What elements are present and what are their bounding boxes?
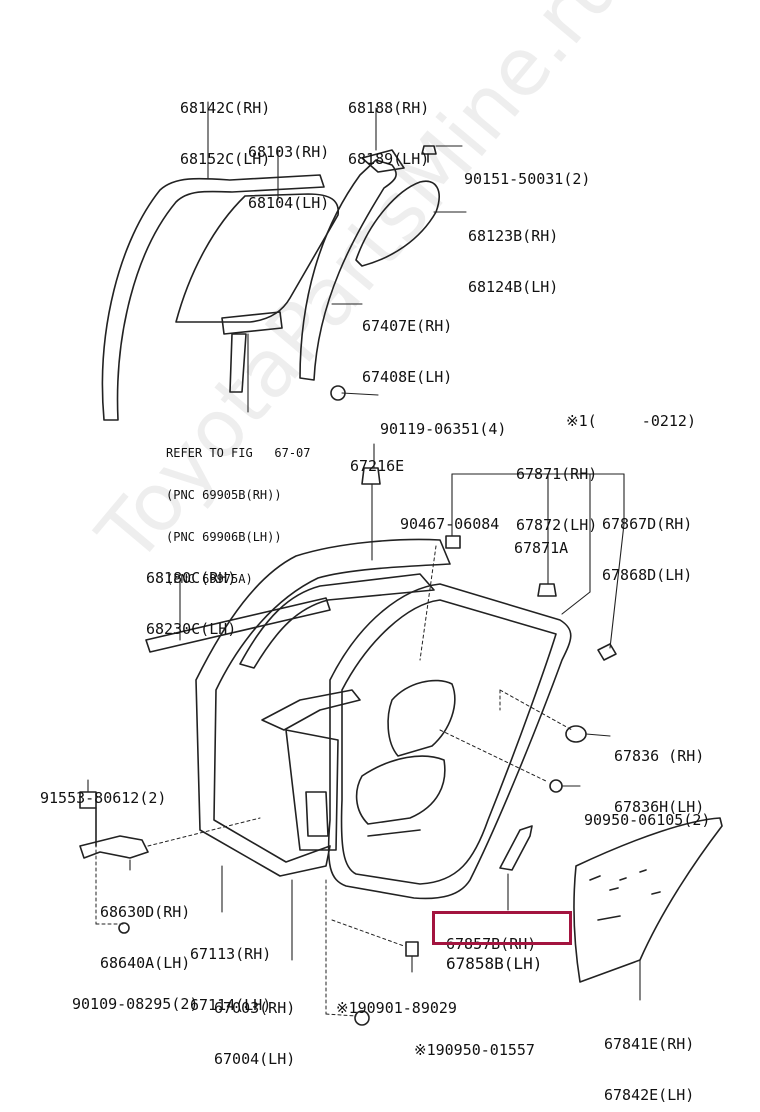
label-line: 67871A [514,539,569,557]
label-line: 68104(LH) [248,194,330,212]
label-90119: 90119-06351(4) [380,387,506,472]
label-line: REFER TO FIG 67-07 [166,446,311,460]
run-channel-part[interactable] [101,174,325,421]
label-line: 67216E [350,457,405,475]
label-68142c: 68142C(RH) 68152C(LH) [180,66,270,202]
belt-molding-part[interactable] [145,597,331,653]
label-line: 67113(RH) [190,945,272,963]
hole-cover-part[interactable] [499,825,533,871]
label-67867d: 67867D(RH) 67868D(LH) [602,482,692,618]
label-line: 91553-80612(2) [40,789,167,807]
label-67841e: 67841E(RH) 67842E(LH) [604,1002,694,1112]
label-67407e: 67407E(RH) 67408E(LH) [362,284,452,420]
label-note1: ※1( -0212) [566,379,696,464]
label-67836: 67836 (RH) 67836H(LH) [614,714,704,850]
label-67003: 67003(RH) 67004(LH) [214,966,295,1102]
label-line: 90119-06351(4) [380,420,507,438]
label-line: 68640A(LH) [100,954,191,972]
label-91553: 91553-80612(2) [40,756,166,841]
label-90109: 90109-08295(2) [72,962,198,1047]
label-line: 67407E(RH) [362,317,453,335]
label-68103: 68103(RH) 68104(LH) [248,110,329,246]
label-line: 90109-08295(2) [72,995,199,1013]
label-refer: REFER TO FIG 67-07 (PNC 69905B(RH)) (PNC… [166,418,311,614]
label-line: 67858B(LH) [446,954,543,973]
label-line: 68152C(LH) [180,150,271,168]
label-68630d: 68630D(RH) 68640A(LH) [100,870,190,1006]
highlight-box[interactable] [432,911,572,945]
label-line: 68188(RH) [348,99,430,117]
label-line: (PNC 69975A) [166,572,253,586]
inner-panel-part[interactable] [355,679,456,837]
label-line: 67836H(LH) [614,798,705,816]
label-67216e: 67216E [350,424,404,509]
label-line: 90950-06105(2) [584,811,711,829]
door-glass-part[interactable] [175,193,339,393]
label-line: 68123B(RH) [468,227,559,245]
label-line: 67408E(LH) [362,368,453,386]
label-line: 90151-50031(2) [464,170,591,188]
label-67858b[interactable]: 67858B(LH) [446,919,542,1009]
label-67871: 67871(RH) 67872(LH) [516,432,597,568]
label-line: 67003(RH) [214,999,296,1017]
label-line: 67114(LH) [190,996,272,1014]
quarter-glass-part[interactable] [355,180,440,267]
label-line: ※190950-01557 [414,1041,535,1059]
label-67871a: 67871A [514,506,568,591]
label-190901: ※190901-89029 [336,966,457,1051]
door-trim-part[interactable] [573,817,723,983]
label-line: 68142C(RH) [180,99,271,117]
label-line: 67868D(LH) [602,566,693,584]
label-line: ※190901-89029 [336,999,457,1017]
label-line: 67871(RH) [516,465,598,483]
weatherstrip-part[interactable] [327,583,572,900]
label-line: 67004(LH) [214,1050,296,1068]
leader-lines [87,101,641,1001]
label-line: 68630D(RH) [100,903,191,921]
dashed-leaders [95,545,573,1017]
label-67113: 67113(RH) 67114(LH) [190,912,271,1048]
label-line: 68230C(LH) [146,620,237,638]
label-68180c: 68180C(RH) 68230C(LH) [146,536,236,672]
label-190950: ※190950-01557 [414,1008,535,1093]
label-line: ※1( -0212) [566,412,696,430]
label-90950a: 90950-06105(2) [584,778,710,863]
label-line: 67867D(RH) [602,515,693,533]
label-line: 90467-06084 [400,515,500,533]
label-line: 67872(LH) [516,516,598,534]
label-68123b: 68123B(RH) 68124B(LH) [468,194,558,330]
label-line: 67842E(LH) [604,1086,695,1104]
label-90467: 90467-06084 [400,482,499,567]
label-90151: 90151-50031(2) [464,137,590,222]
label-line: 68103(RH) [248,143,330,161]
division-bar-part[interactable] [299,149,405,381]
door-shell-part[interactable] [195,538,451,877]
label-68188: 68188(RH) 68189(LH) [348,66,429,202]
label-line: (PNC 69905B(RH)) [166,488,282,502]
label-line: (PNC 69906B(LH)) [166,530,282,544]
label-line: 67841E(RH) [604,1035,695,1053]
figure-id: 67157AI [700,1094,746,1112]
label-line: 68180C(RH) [146,569,237,587]
label-line: 67836 (RH) [614,747,705,765]
label-line: 68124B(LH) [468,278,559,296]
label-line: 68189(LH) [348,150,430,168]
